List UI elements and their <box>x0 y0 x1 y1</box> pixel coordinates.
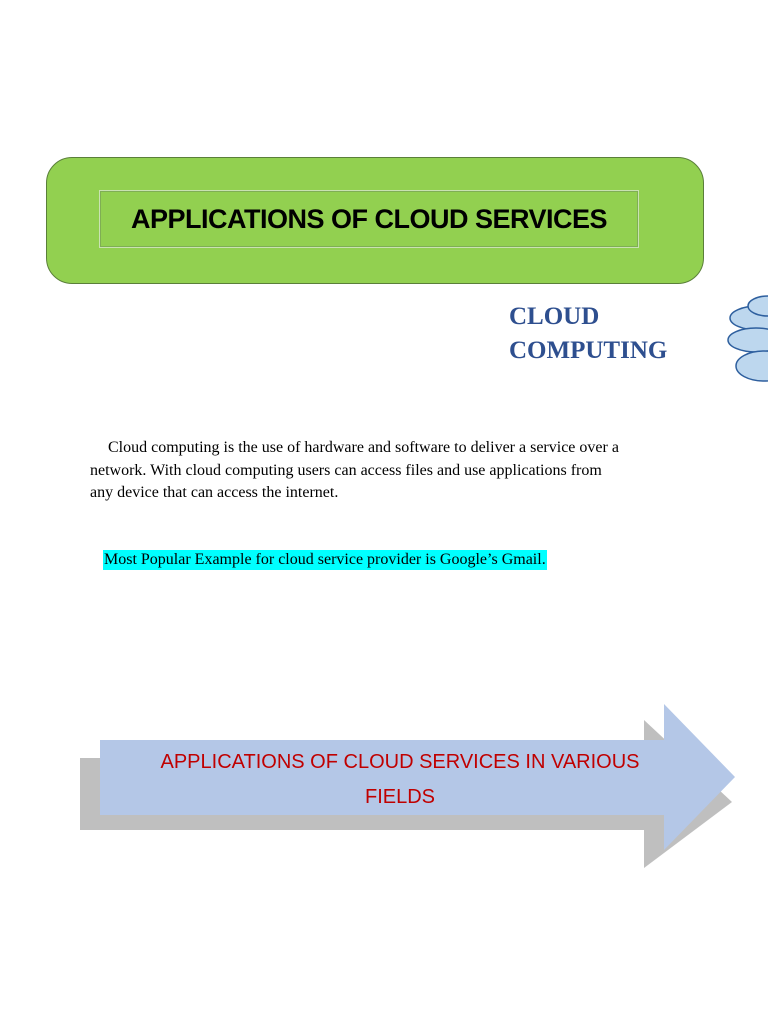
arrow-label-line-2: FIELDS <box>364 786 436 808</box>
arrow-label-line-1: APPLICATIONS OF CLOUD SERVICES IN VARIOU… <box>160 751 640 773</box>
paragraph-line-1: Cloud computing is the use of hardware a… <box>108 439 619 456</box>
title-banner: APPLICATIONS OF CLOUD SERVICES <box>46 157 704 284</box>
description-paragraph: Cloud computing is the use of hardware a… <box>90 437 690 505</box>
cloud-heading-line-1: CLOUD <box>509 303 600 330</box>
arrow-label: APPLICATIONS OF CLOUD SERVICES IN VARIOU… <box>120 745 680 815</box>
cloud-icon <box>727 295 768 382</box>
title-box: APPLICATIONS OF CLOUD SERVICES <box>99 190 639 248</box>
paragraph-line-2: network. With cloud computing users can … <box>90 461 602 479</box>
highlighted-example: Most Popular Example for cloud service p… <box>103 550 547 570</box>
arrow-shape <box>80 704 735 868</box>
cloud-computing-heading: CLOUD COMPUTING <box>509 300 667 368</box>
cloud-heading-line-2: COMPUTING <box>509 337 668 364</box>
paragraph-line-3: any device that can access the internet. <box>90 484 339 501</box>
page-title: APPLICATIONS OF CLOUD SERVICES <box>130 203 608 234</box>
arrow-body <box>100 704 735 850</box>
